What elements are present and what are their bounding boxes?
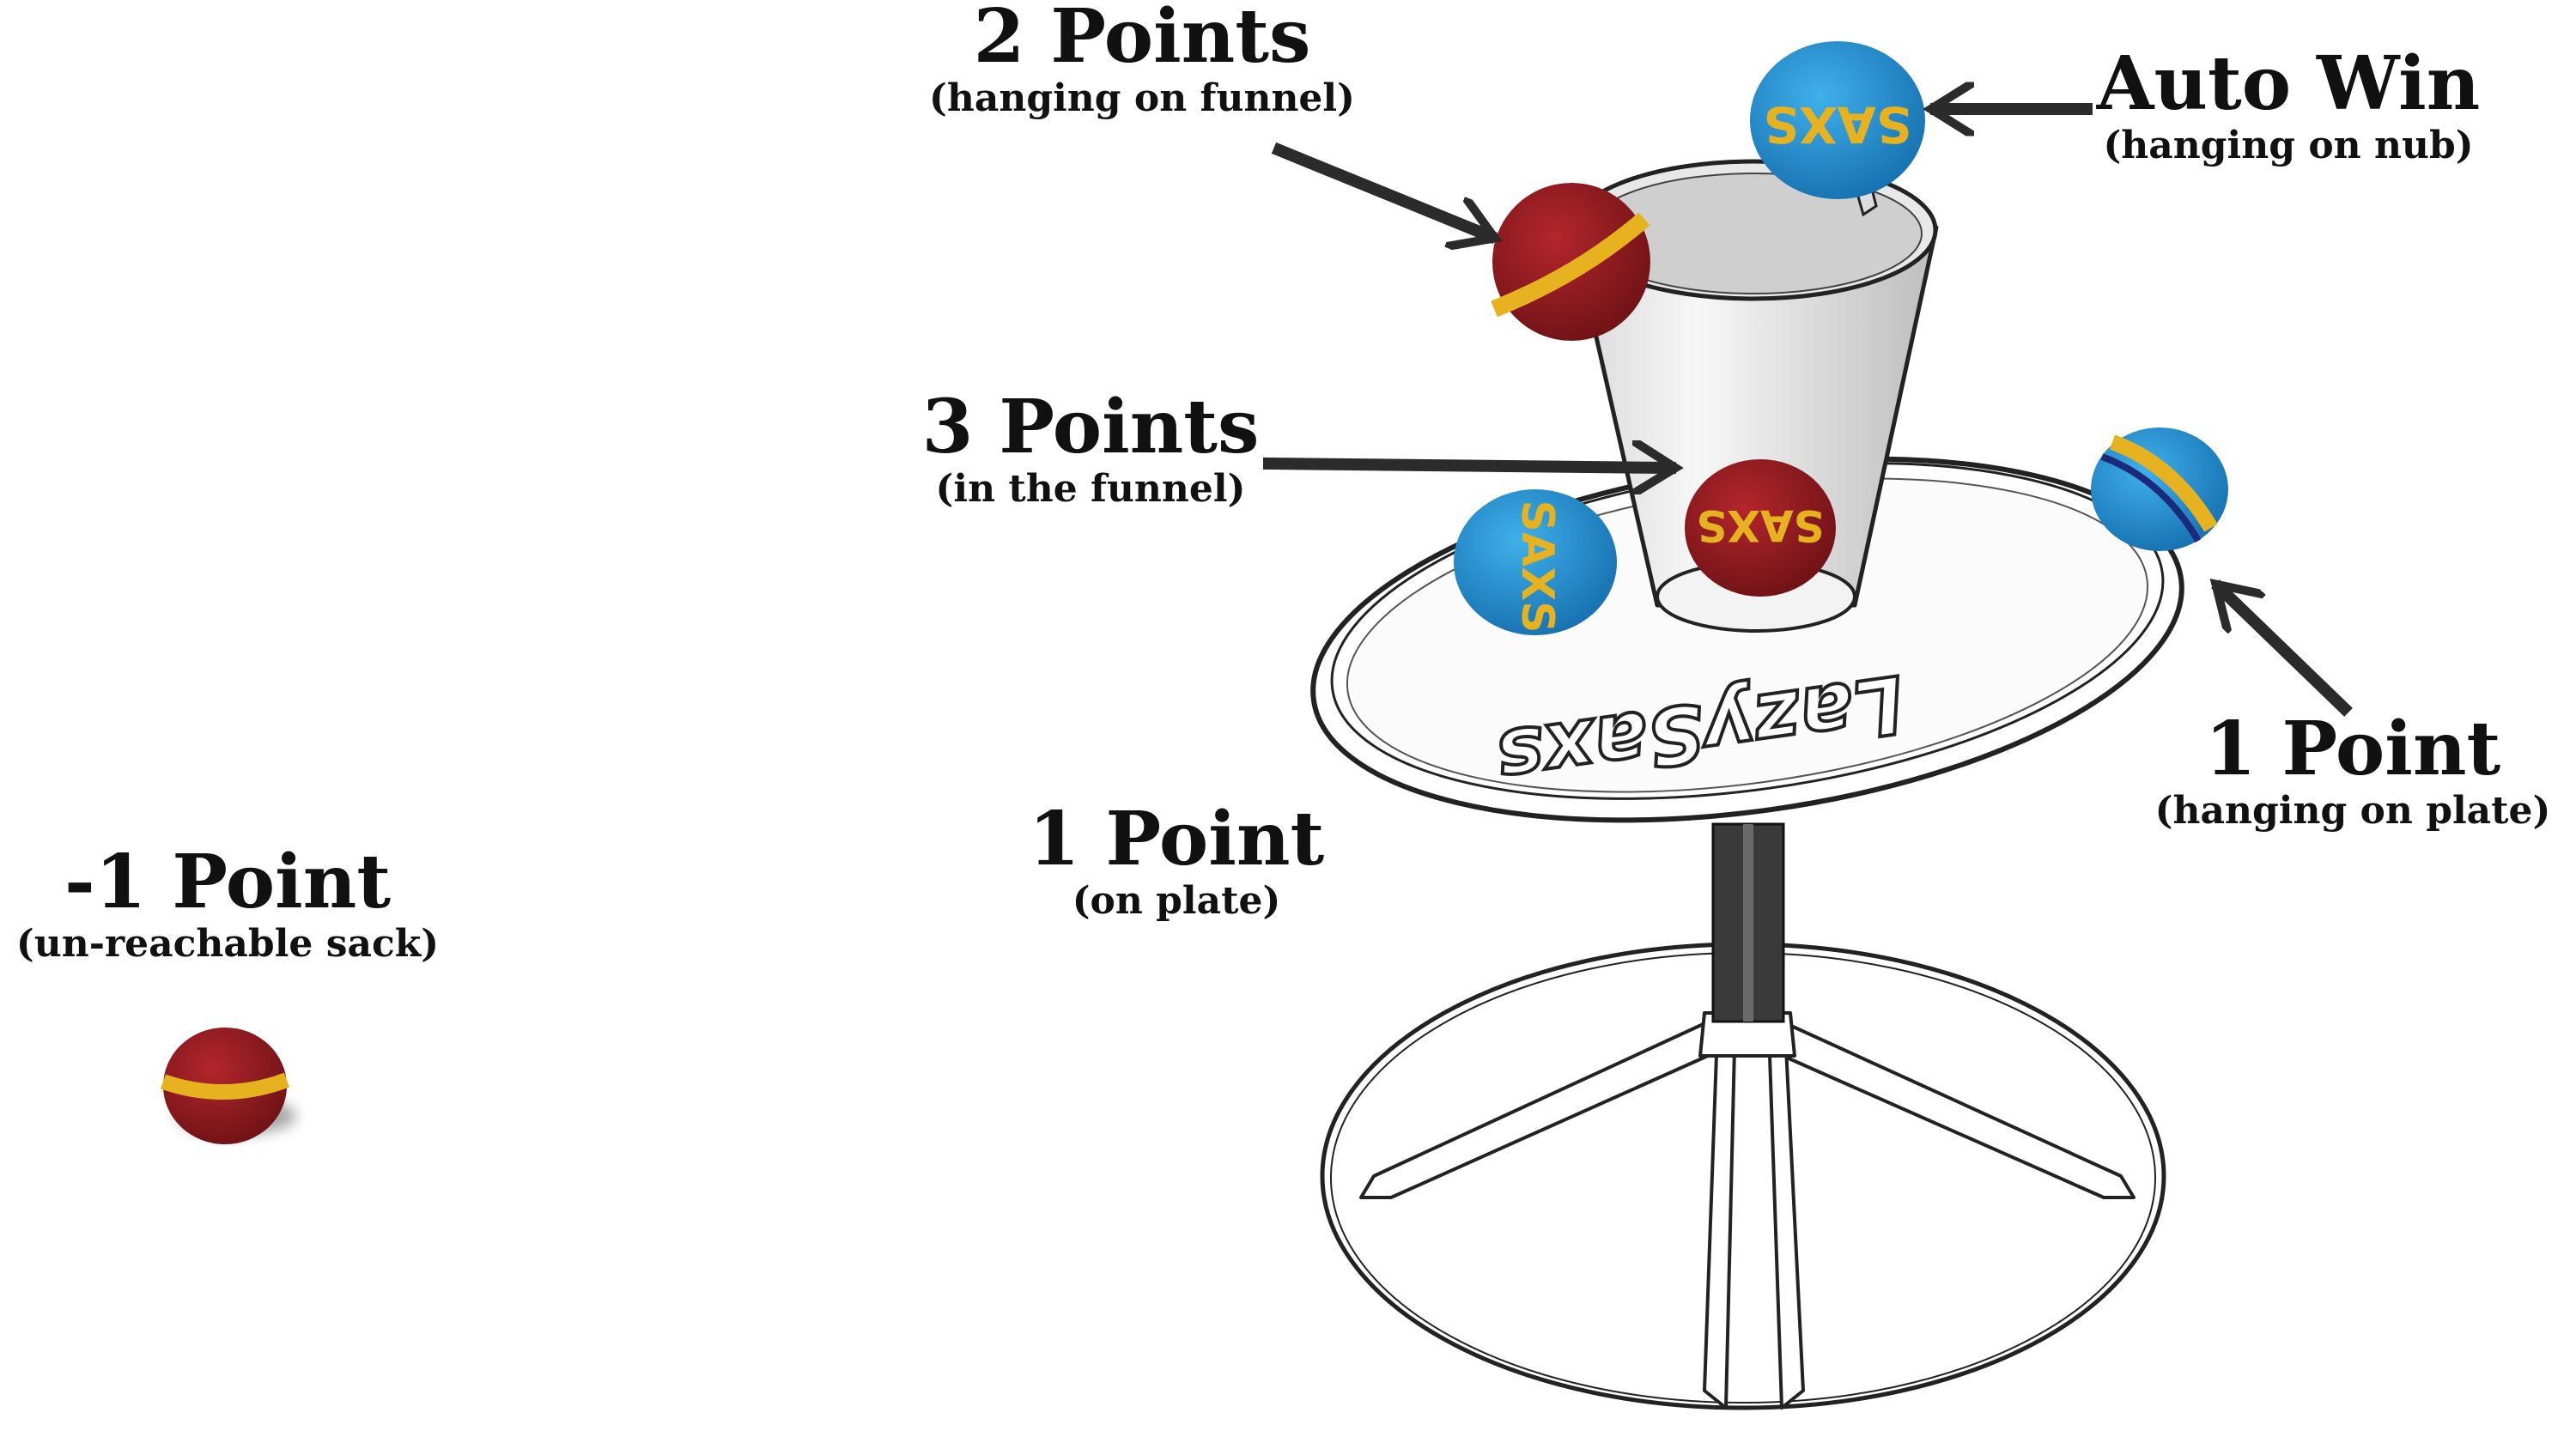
sack-red-unreachable bbox=[161, 1028, 296, 1144]
sack-blue-plate-text: SAXS bbox=[1511, 500, 1563, 633]
label-minus-one: -1 Point (un-reachable sack) bbox=[0, 846, 455, 967]
sack-blue-nub-text: SAXS bbox=[1763, 95, 1911, 154]
label-one-point-hanging-title: 1 Point bbox=[2204, 706, 2501, 792]
label-one-point-plate: 1 Point (on plate) bbox=[1005, 803, 1348, 924]
label-two-points: 2 Points (hanging on funnel) bbox=[910, 0, 1374, 121]
label-minus-one-title: -1 Point bbox=[64, 839, 392, 925]
label-one-point-hanging: 1 Point (hanging on plate) bbox=[2138, 712, 2567, 834]
label-two-points-title: 2 Points bbox=[973, 0, 1311, 80]
sack-red-hanging-funnel bbox=[1491, 183, 1650, 341]
funnel bbox=[1569, 159, 1939, 633]
arrow-two-points bbox=[1271, 142, 1490, 236]
label-two-points-sub: (hanging on funnel) bbox=[929, 76, 1355, 120]
stand-post bbox=[1711, 822, 1785, 1023]
sack-blue-on-plate: SAXS bbox=[1454, 489, 1617, 635]
arrow-one-point-hanging bbox=[2220, 588, 2353, 717]
arrow-three-points bbox=[1262, 464, 1670, 468]
label-auto-win: Auto Win (hanging on nub) bbox=[2078, 47, 2499, 168]
sack-red-funnel-text: SAXS bbox=[1696, 500, 1824, 550]
label-auto-win-title: Auto Win bbox=[2096, 40, 2481, 127]
label-three-points: 3 Points (in the funnel) bbox=[910, 391, 1271, 512]
stand-legs bbox=[1359, 1011, 2136, 1410]
label-one-point-plate-sub: (on plate) bbox=[1072, 879, 1281, 923]
label-one-point-hanging-sub: (hanging on plate) bbox=[2154, 789, 2551, 833]
label-three-points-sub: (in the funnel) bbox=[935, 467, 1246, 511]
label-three-points-title: 3 Points bbox=[921, 384, 1260, 470]
label-one-point-plate-title: 1 Point bbox=[1028, 796, 1325, 882]
sack-blue-hanging-nub: SAXS bbox=[1750, 41, 1925, 199]
arrows bbox=[1262, 109, 2353, 717]
label-auto-win-sub: (hanging on nub) bbox=[2103, 124, 2474, 167]
sack-blue-hanging-plate bbox=[2091, 427, 2228, 551]
label-minus-one-sub: (un-reachable sack) bbox=[15, 922, 440, 966]
sack-red-in-funnel: SAXS bbox=[1685, 459, 1836, 597]
